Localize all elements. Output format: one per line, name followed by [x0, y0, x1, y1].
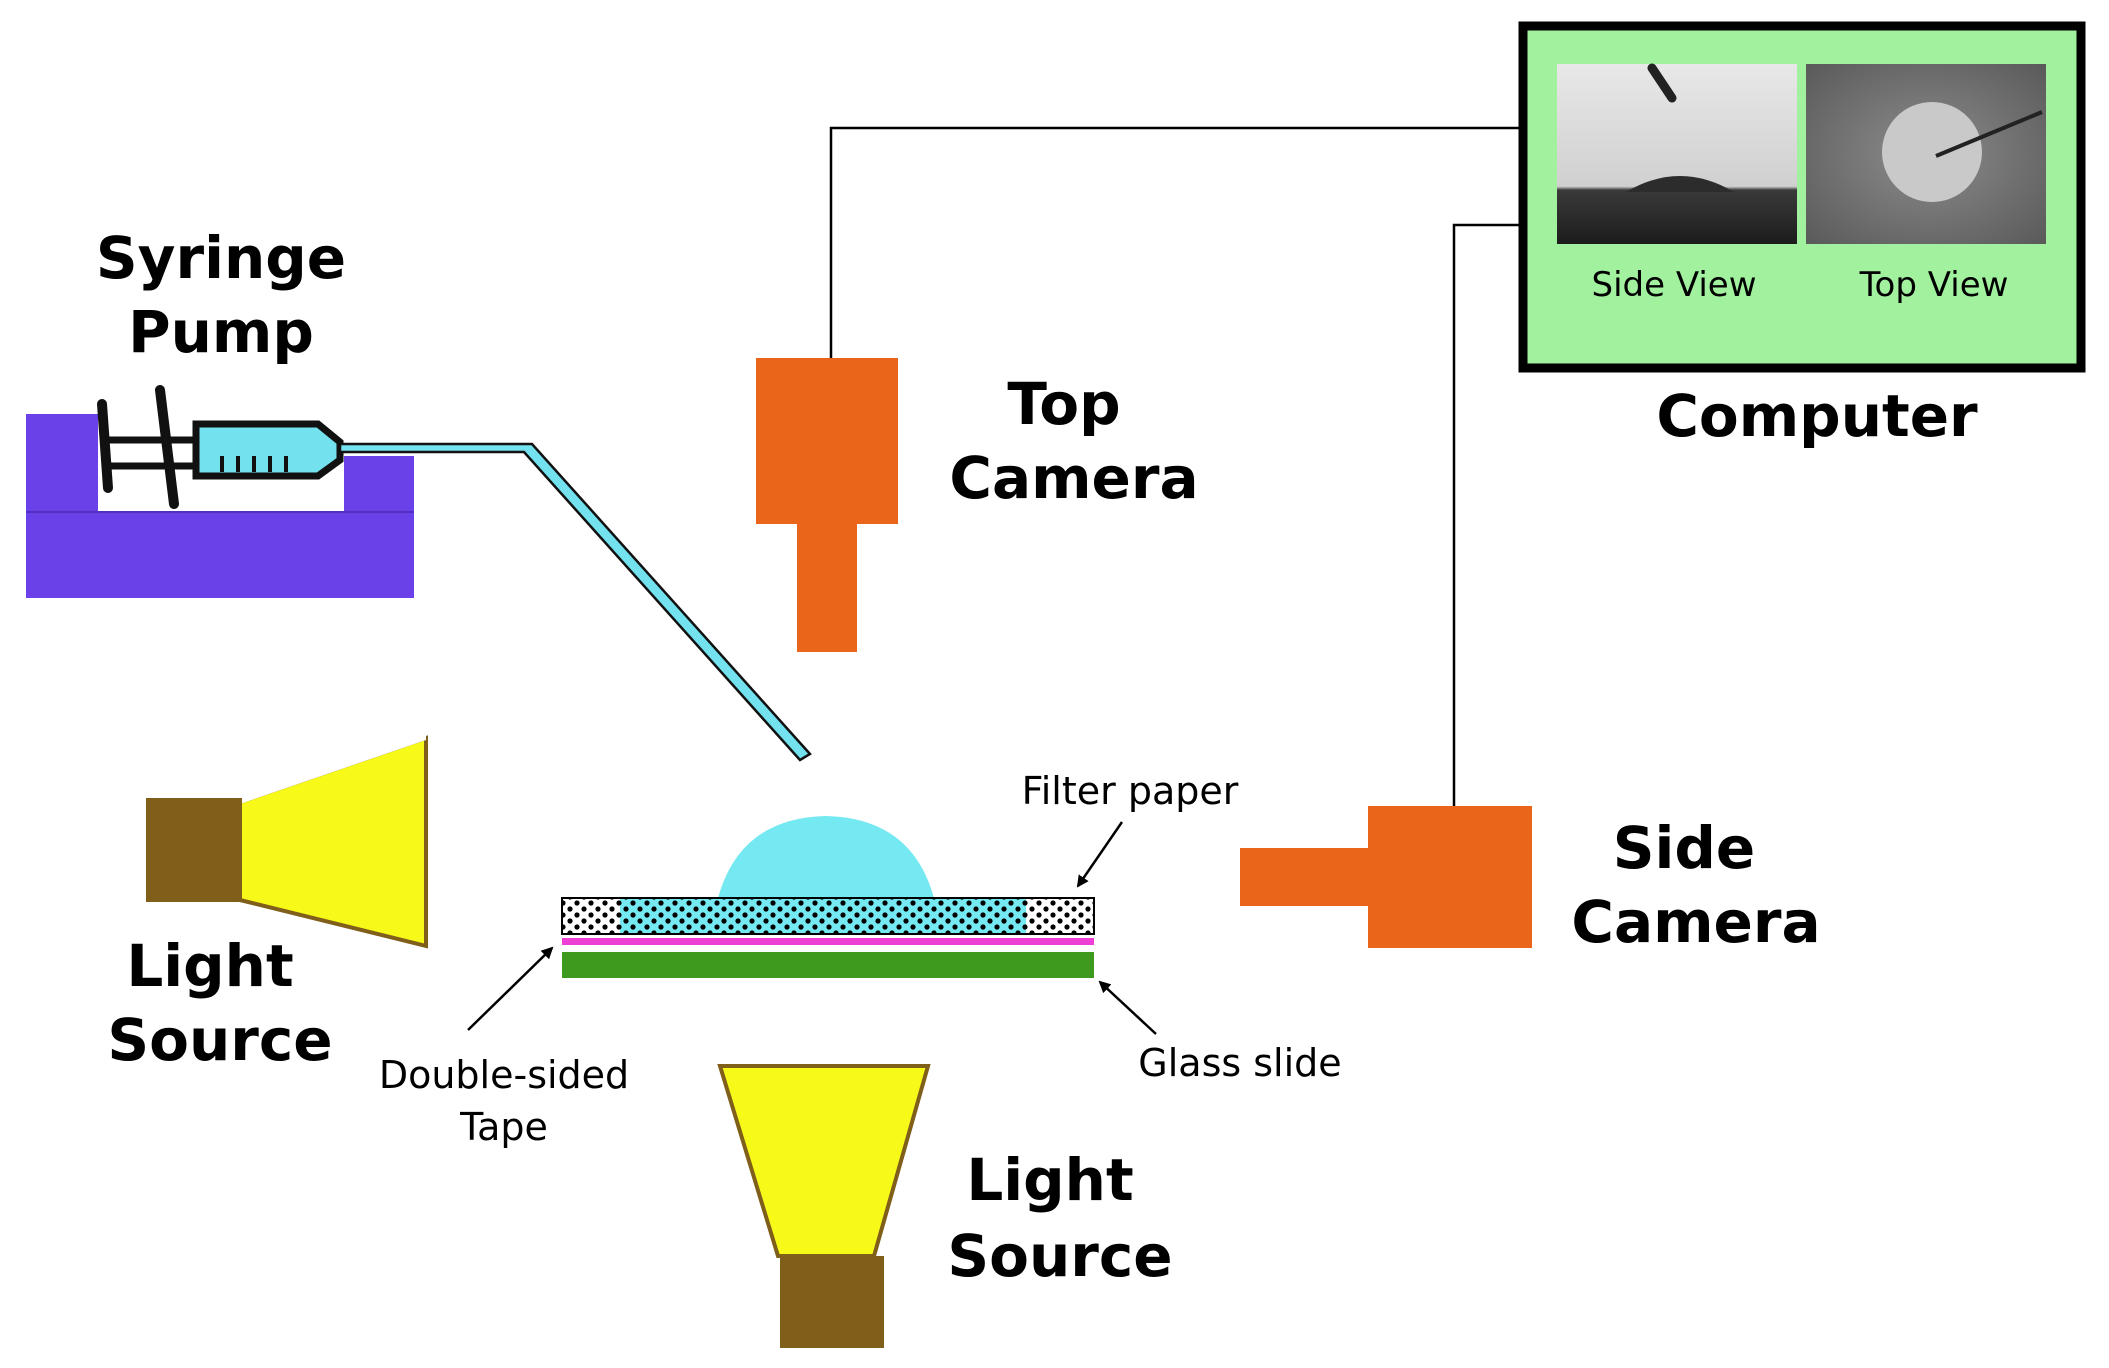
top-camera-label-line2: Camera — [949, 444, 1198, 512]
tape-arrow — [467, 946, 554, 1031]
side-camera-cable — [1452, 223, 1520, 806]
light-beam-bottom — [717, 1064, 931, 1258]
light-source-bottom-label-line1: Light — [966, 1146, 1133, 1214]
glass-slide — [562, 952, 1094, 978]
top-camera-cable — [829, 126, 1520, 358]
computer: Side View Top View — [1518, 21, 2086, 373]
light-source-left — [146, 734, 428, 949]
droplet — [718, 816, 934, 898]
double-sided-tape-label-line2: Tape — [459, 1105, 548, 1149]
light-base-bottom — [780, 1256, 884, 1348]
side-camera-label-line1: Side — [1613, 814, 1756, 882]
syringe-pump-label-line1: Syringe — [96, 224, 346, 292]
side-camera-lens — [1240, 848, 1370, 906]
sample-stack — [561, 816, 1095, 978]
top-camera-body — [756, 358, 898, 524]
screen-top-view-label: Top View — [1859, 265, 2009, 305]
screen-side-view-label: Side View — [1591, 265, 1756, 305]
double-sided-tape — [562, 938, 1094, 945]
glass-slide-label: Glass slide — [1138, 1041, 1341, 1085]
light-source-bottom — [717, 1064, 931, 1348]
pump-body — [26, 414, 414, 598]
light-source-left-label-line1: Light — [126, 932, 293, 1000]
light-source-bottom-label-line2: Source — [947, 1222, 1172, 1290]
syringe-pump — [26, 385, 812, 762]
syringe-barrel — [192, 420, 344, 480]
filter-paper-arrow — [1076, 821, 1124, 888]
syringe-pump-label-line2: Pump — [128, 298, 314, 366]
side-camera-body — [1368, 806, 1532, 948]
top-camera-label-line1: Top — [1007, 370, 1120, 438]
side-view-image — [1557, 63, 1797, 244]
top-camera — [756, 358, 898, 652]
light-base-left — [146, 798, 242, 902]
double-sided-tape-label-line1: Double-sided — [379, 1053, 629, 1097]
top-view-image — [1806, 64, 2046, 244]
side-camera — [1240, 806, 1532, 948]
syringe — [97, 385, 344, 509]
syringe-tubing — [338, 442, 812, 762]
light-source-left-label-line2: Source — [107, 1006, 332, 1074]
computer-label: Computer — [1656, 382, 1978, 450]
filter-paper-label: Filter paper — [1022, 769, 1239, 813]
top-camera-lens — [797, 524, 857, 652]
glass-slide-arrow — [1098, 980, 1157, 1035]
side-camera-label-line2: Camera — [1571, 888, 1820, 956]
